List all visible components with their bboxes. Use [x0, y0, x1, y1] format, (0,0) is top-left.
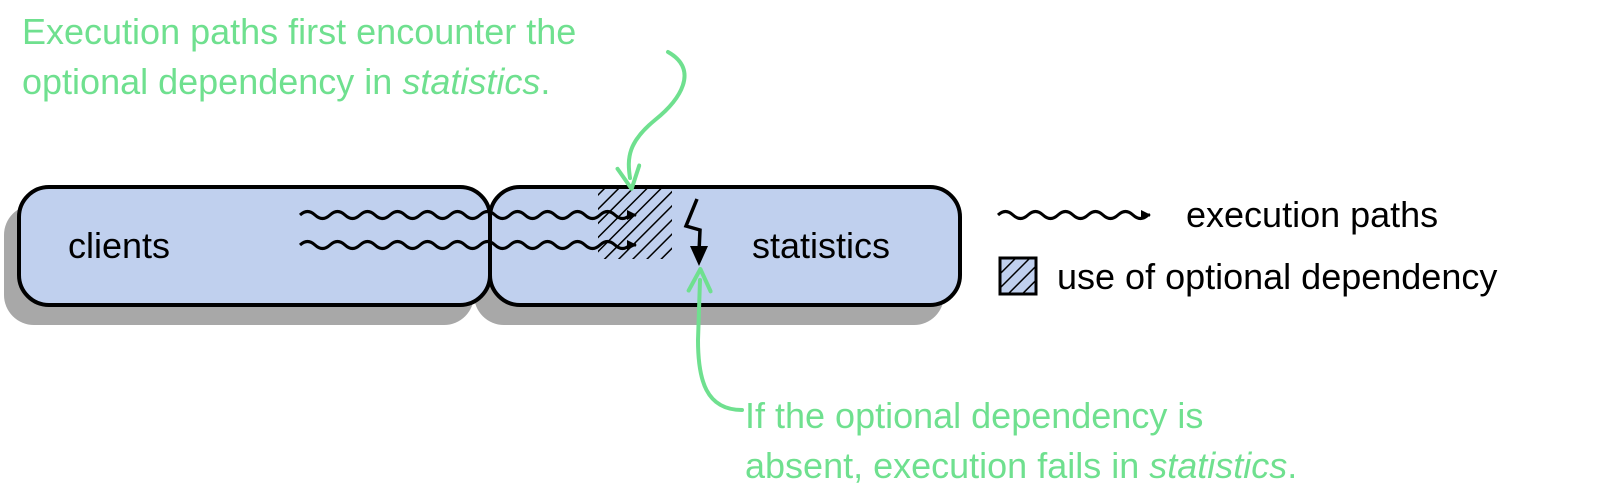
clients-label: clients — [68, 225, 170, 266]
legend-execution-paths: execution paths — [1186, 194, 1438, 235]
wavy-arrow-icon — [996, 210, 1151, 220]
statistics-label: statistics — [752, 225, 890, 266]
callout-bottom-line2-suffix: . — [1287, 445, 1298, 486]
callout-top: Execution paths first encounter the opti… — [22, 7, 576, 107]
execution-path-2 — [298, 240, 637, 250]
callout-bottom-line2-em: statistics — [1149, 445, 1288, 486]
callout-bottom-line1: If the optional dependency is — [745, 395, 1204, 436]
callout-top-line2-em: statistics — [402, 61, 541, 102]
optional-dependency-hatch — [598, 189, 672, 259]
callout-arrow-bottom — [686, 267, 744, 412]
callout-bottom-line2-prefix: absent, execution fails in — [745, 445, 1150, 486]
lightning-bolt-icon — [683, 198, 708, 266]
execution-path-1 — [298, 210, 637, 220]
callout-top-line2-suffix: . — [540, 61, 551, 102]
callout-top-line2-prefix: optional dependency in — [22, 61, 403, 102]
callout-bottom: If the optional dependency is absent, ex… — [745, 391, 1297, 491]
legend-optional-dependency: use of optional dependency — [1057, 256, 1497, 297]
callout-arrow-top — [615, 50, 687, 191]
hatched-square-pattern — [998, 256, 1038, 296]
callout-top-line1: Execution paths first encounter the — [22, 11, 577, 52]
